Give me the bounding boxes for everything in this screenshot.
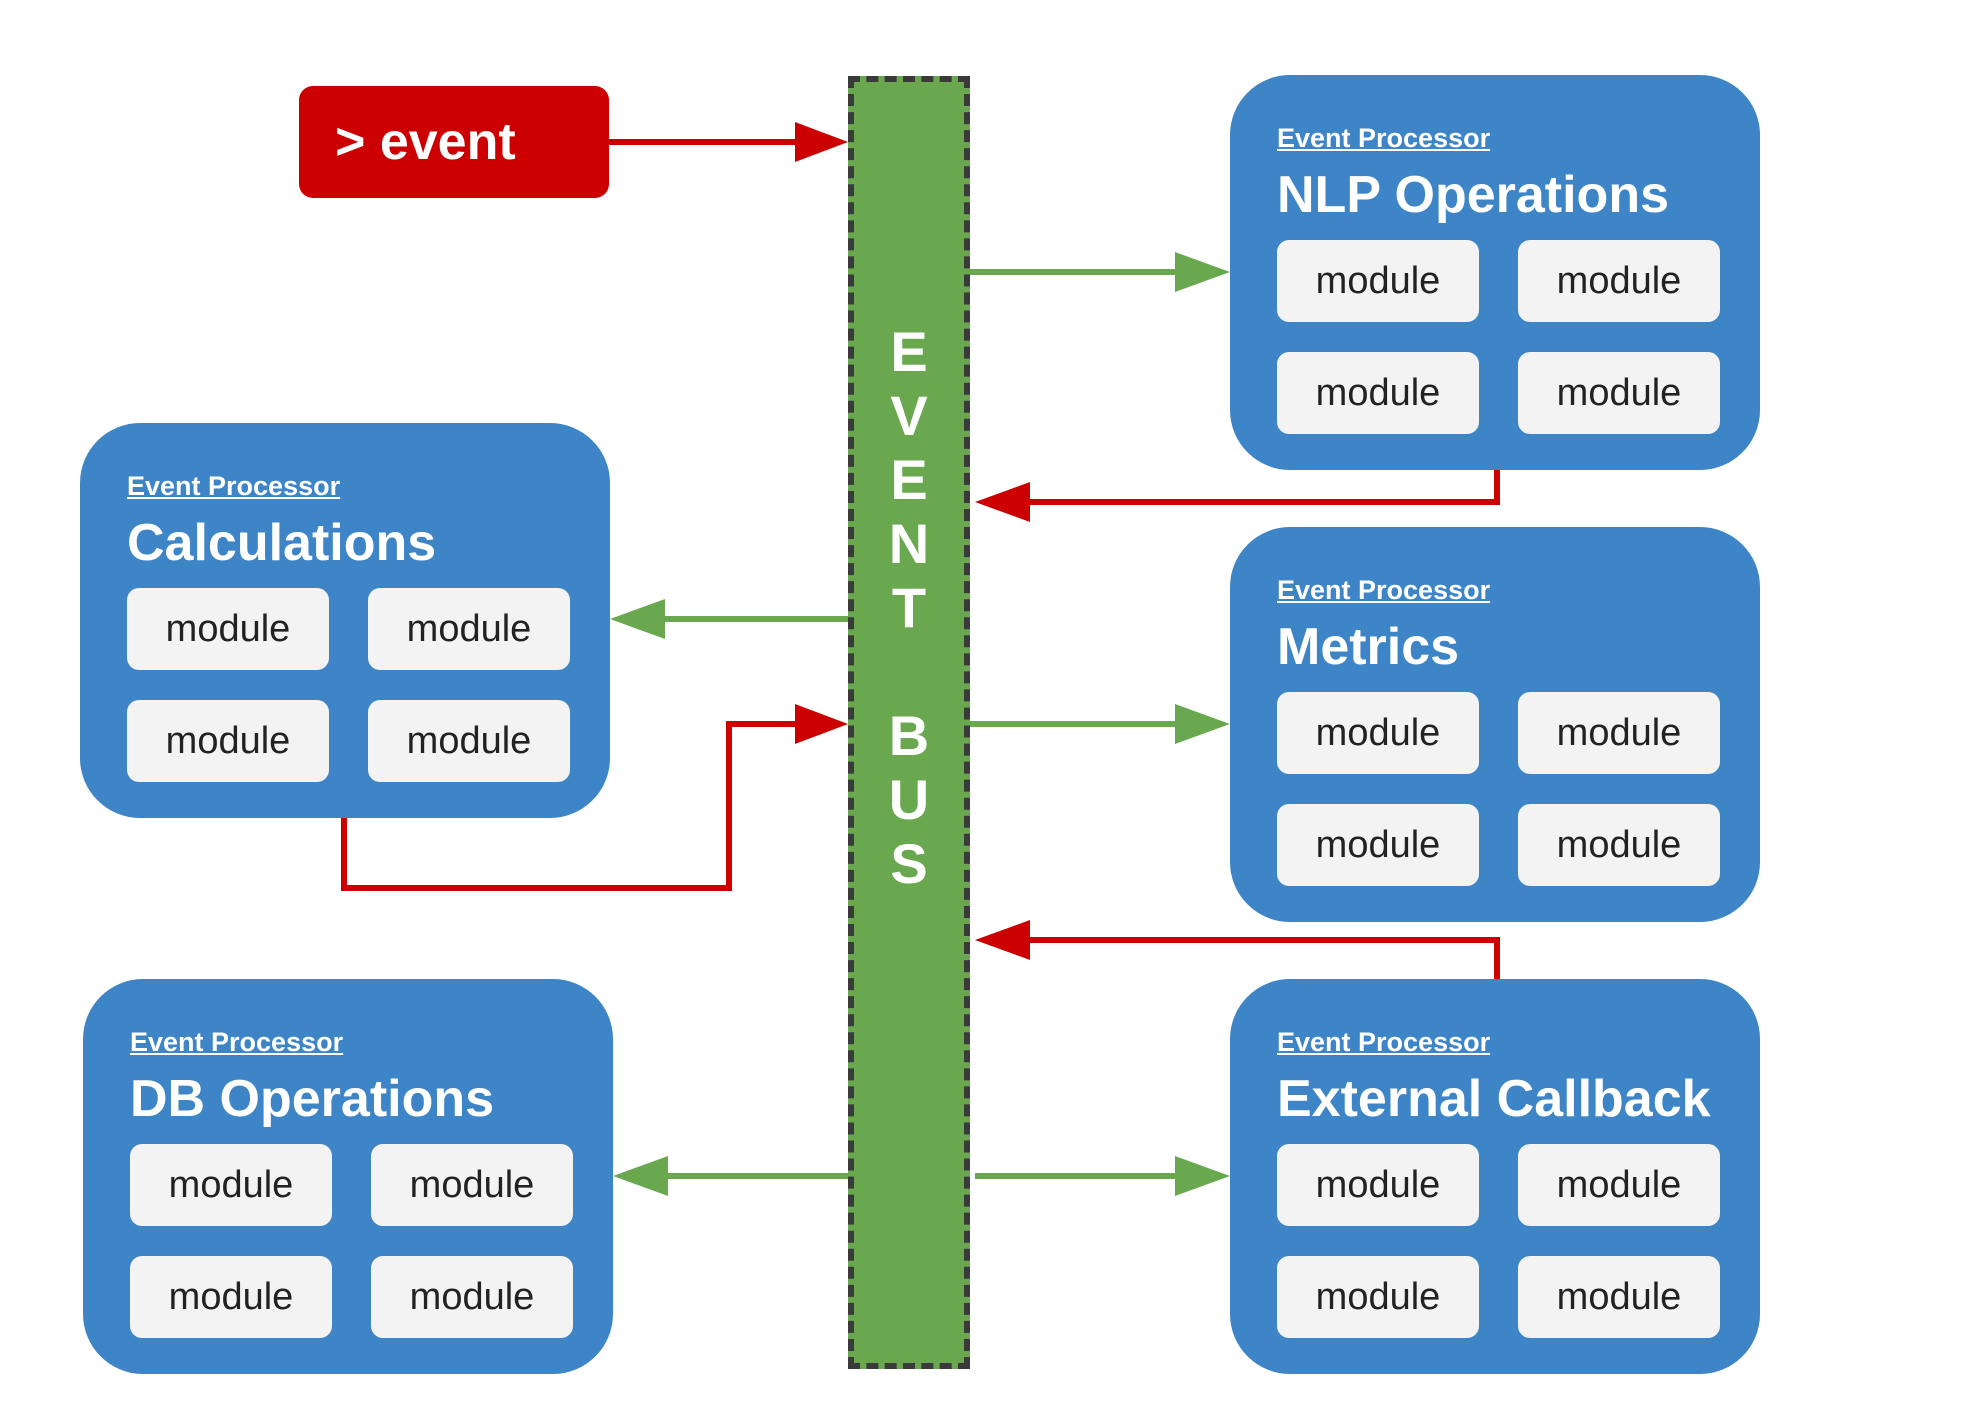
bus-letter: U [888,767,930,831]
module-box: module [1518,352,1720,434]
module-box: module [1277,352,1479,434]
module-box: module [130,1256,332,1338]
event-trigger: > event [299,86,609,198]
processor-kicker: Event Processor [1277,1027,1491,1057]
processor-title: NLP Operations [1277,166,1670,224]
module-box: module [1277,1256,1479,1338]
processor-kicker: Event Processor [1277,123,1491,153]
module-box: module [1518,1256,1720,1338]
processor-metrics: Event Processor Metrics module module mo… [1230,527,1760,922]
module-box: module [1518,804,1720,886]
bus-letter: E [890,319,928,383]
module-box: module [1277,240,1479,322]
processor-external-callback: Event Processor External Callback module… [1230,979,1760,1374]
module-box: module [1518,1144,1720,1226]
bus-letter: E [890,447,928,511]
module-box: module [130,1144,332,1226]
processor-calculations: Event Processor Calculations module modu… [80,423,610,818]
processor-nlp-operations: Event Processor NLP Operations module mo… [1230,75,1760,470]
calculations-to-bus-arrow [341,721,800,891]
event-bus: E V E N T B U S [848,76,970,1369]
processor-kicker: Event Processor [1277,575,1491,605]
event-trigger-label: > event [335,113,516,171]
processor-title: DB Operations [130,1070,495,1128]
bus-letter: S [890,831,928,895]
bus-letter: T [891,575,927,639]
module-box: module [1277,804,1479,886]
module-box: module [368,700,570,782]
module-box: module [127,700,329,782]
module-box: module [1518,240,1720,322]
processor-kicker: Event Processor [130,1027,344,1057]
module-box: module [368,588,570,670]
processor-title: Metrics [1277,618,1460,676]
nlp-to-bus-arrow [1025,470,1500,505]
callback-to-bus-arrow [1025,937,1500,980]
module-box: module [371,1144,573,1226]
module-box: module [1277,692,1479,774]
module-box: module [1518,692,1720,774]
processor-title: Calculations [127,514,437,572]
bus-letter: V [890,383,928,447]
processor-db-operations: Event Processor DB Operations module mod… [83,979,613,1374]
module-box: module [1277,1144,1479,1226]
module-box: module [371,1256,573,1338]
processor-kicker: Event Processor [127,471,341,501]
module-box: module [127,588,329,670]
bus-letter: B [888,703,930,767]
bus-letter: N [888,511,930,575]
processor-title: External Callback [1277,1070,1711,1128]
